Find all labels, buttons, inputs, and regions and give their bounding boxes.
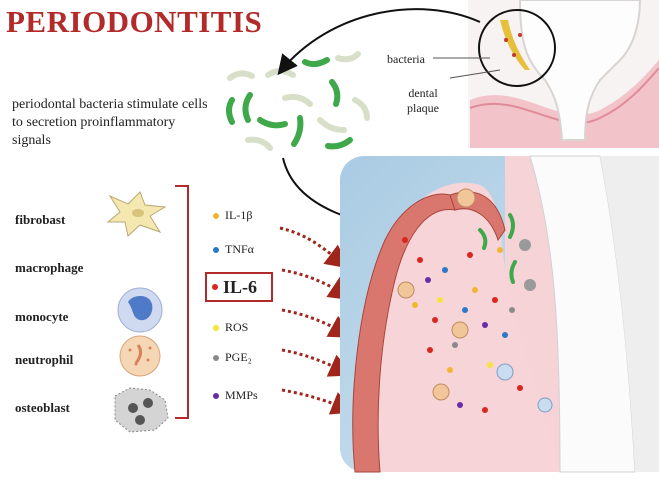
page-title: PERIODONTITIS (6, 4, 262, 40)
fibroblast-cell-icon (108, 192, 165, 236)
cell-label-macrophage: macrophage (15, 260, 83, 276)
cell-label-osteoblast: osteoblast (15, 400, 70, 416)
gum-tissue-illustration (340, 156, 659, 472)
neutrophil-cell-icon (120, 336, 160, 376)
cell-label-fibrobast: fibrobast (15, 212, 65, 228)
signal-il-1b: IL-1β (213, 208, 252, 223)
monocyte-cell-icon (118, 288, 162, 332)
signal-tnfa: TNFα (213, 242, 254, 257)
signal-dot (213, 213, 219, 219)
signal-il-6-highlight-box: IL-6 (205, 272, 273, 302)
tooth-illustration (468, 0, 659, 148)
signal-label: MMPs (225, 388, 258, 403)
signal-ros: ROS (213, 320, 248, 335)
bacteria-label: bacteria (387, 52, 425, 67)
signal-label: IL-6 (223, 277, 257, 298)
signal-pge2: PGE₂ (213, 350, 252, 365)
signal-dot (213, 355, 219, 361)
signal-label: IL-1β (225, 208, 252, 223)
signal-label: ROS (225, 320, 248, 335)
cell-label-monocyte: monocyte (15, 309, 68, 325)
signal-dot (213, 247, 219, 253)
cell-label-neutrophil: neutrophil (15, 352, 73, 368)
signal-dot (213, 393, 219, 399)
dental-plaque-label: dental plaque (393, 86, 453, 116)
signal-label: TNFα (225, 242, 254, 257)
bacteria-cluster (229, 54, 367, 148)
signal-label: PGE₂ (225, 350, 252, 365)
signal-mmps: MMPs (213, 388, 258, 403)
osteoblast-cell-icon (115, 388, 168, 432)
signal-dot (213, 325, 219, 331)
signal-dot (212, 284, 218, 290)
description-text: periodontal bacteria stimulate cells to … (12, 96, 217, 150)
signal-arrows (280, 228, 350, 410)
